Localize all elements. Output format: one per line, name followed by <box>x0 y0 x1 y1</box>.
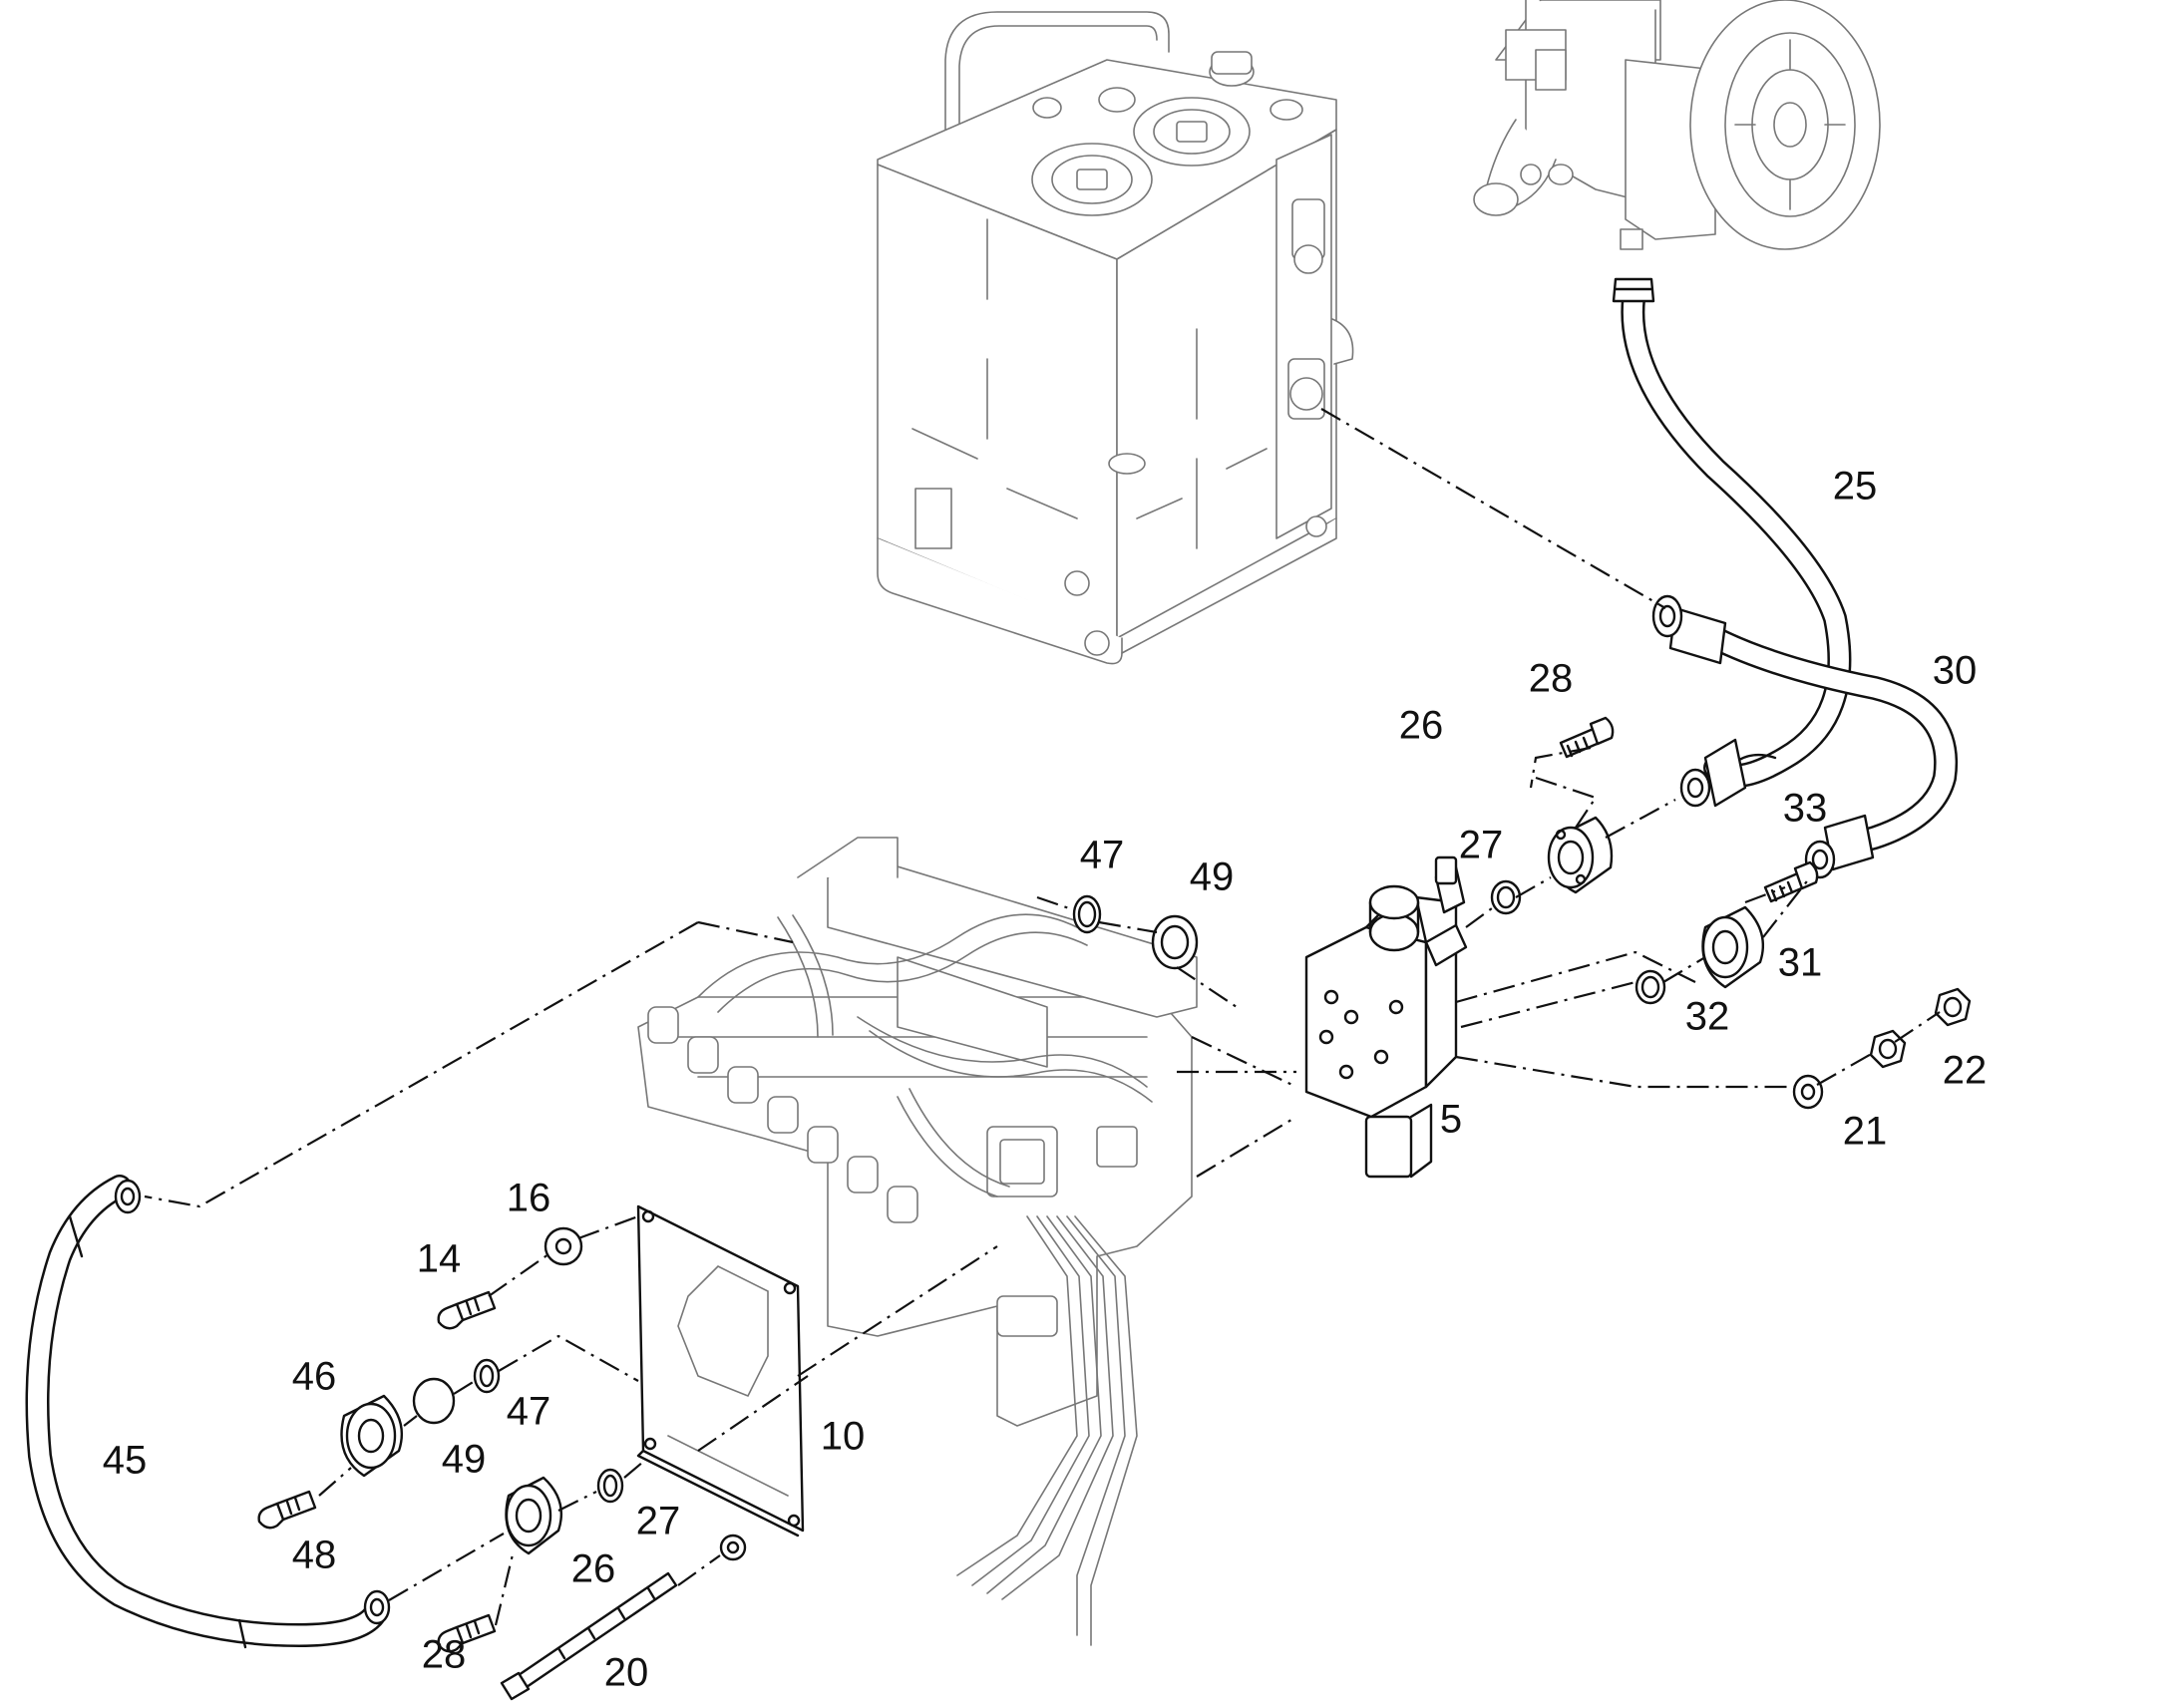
hydraulic-tank <box>877 11 1354 665</box>
callout-26-left: 26 <box>571 1547 616 1591</box>
hose-30 <box>1651 594 1959 879</box>
o-ring-27-left <box>596 1468 624 1504</box>
o-ring-47-top <box>1072 894 1102 934</box>
hose-45 <box>25 1175 391 1649</box>
callout-30: 30 <box>1933 649 1978 693</box>
callout-49-top: 49 <box>1190 855 1235 899</box>
washer-16 <box>544 1226 583 1266</box>
control-valve-assembly <box>637 837 1198 1646</box>
callout-26-top: 26 <box>1399 704 1444 748</box>
leader-lines <box>144 408 1941 1626</box>
o-ring-32 <box>1635 969 1666 1005</box>
washer-bolt-20 <box>719 1534 747 1561</box>
callout-33: 33 <box>1783 787 1828 831</box>
callout-numbers: 25 30 28 26 33 27 47 49 31 32 22 21 5 16… <box>103 465 1988 1695</box>
flange-31 <box>1701 905 1765 989</box>
callout-22: 22 <box>1943 1049 1988 1093</box>
callout-28-left: 28 <box>422 1633 467 1677</box>
flange-46 <box>340 1394 404 1478</box>
callout-16: 16 <box>507 1177 551 1220</box>
o-ring-27-top <box>1490 879 1522 915</box>
plug-49-top <box>1151 914 1199 970</box>
washer-21 <box>1792 1074 1824 1110</box>
flange-26-top <box>1547 816 1614 894</box>
screw-28-left <box>437 1613 497 1653</box>
callout-10: 10 <box>821 1415 866 1459</box>
cover-plate-10 <box>636 1204 805 1537</box>
callout-47-top: 47 <box>1080 834 1125 877</box>
hydraulic-pump <box>1473 0 1881 250</box>
callout-32: 32 <box>1685 995 1730 1039</box>
bolt-20 <box>500 1571 678 1701</box>
plug-49-left <box>412 1377 456 1425</box>
o-ring-47-left <box>473 1358 501 1394</box>
callout-5: 5 <box>1440 1098 1462 1142</box>
callout-27-left: 27 <box>636 1500 681 1543</box>
callout-21: 21 <box>1843 1110 1888 1154</box>
callout-45: 45 <box>103 1439 148 1483</box>
screw-33 <box>1763 860 1819 903</box>
valve-block-5 <box>1304 855 1468 1179</box>
screw-14 <box>437 1290 497 1330</box>
callout-14: 14 <box>417 1237 462 1281</box>
screw-28-top <box>1559 716 1615 759</box>
callout-27-top: 27 <box>1459 824 1504 867</box>
callout-49-left: 49 <box>442 1438 487 1482</box>
callout-48: 48 <box>292 1534 337 1577</box>
callout-25: 25 <box>1833 465 1878 509</box>
callout-47-left: 47 <box>507 1390 551 1434</box>
callout-20: 20 <box>604 1651 649 1695</box>
hose-25 <box>1612 277 1852 808</box>
screw-48 <box>257 1490 317 1530</box>
callout-28-top: 28 <box>1529 657 1574 701</box>
flange-26-left <box>505 1476 563 1555</box>
callout-31: 31 <box>1778 941 1823 985</box>
callout-46: 46 <box>292 1355 337 1399</box>
